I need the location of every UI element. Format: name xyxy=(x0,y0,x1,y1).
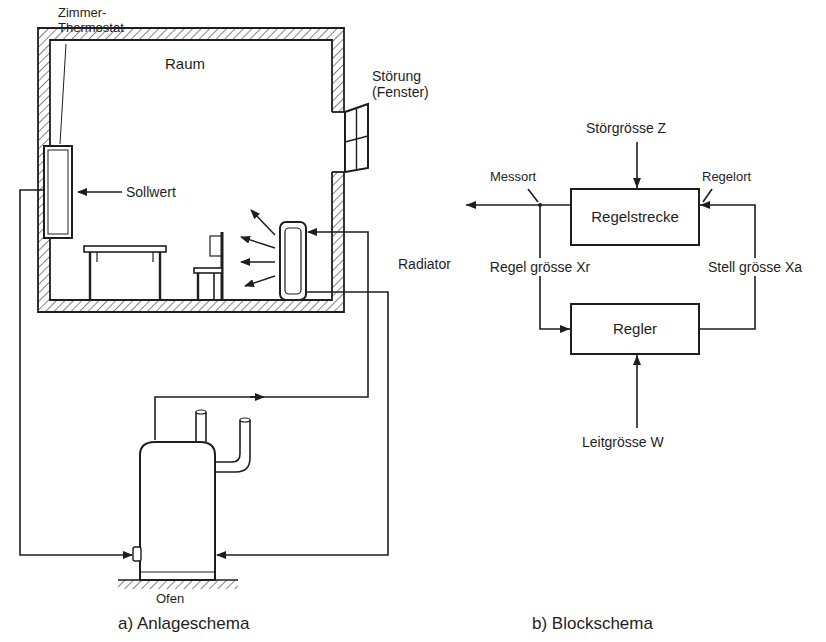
heating-pipes-part xyxy=(155,232,368,440)
radiator xyxy=(280,222,306,300)
signal-label: Störgrösse Z xyxy=(586,120,666,136)
leader-line xyxy=(528,189,538,202)
heat-rays-part xyxy=(241,237,275,248)
heat-rays-part xyxy=(251,210,275,235)
furnace-part xyxy=(240,418,250,422)
arrowhead xyxy=(466,201,476,209)
signal-label: Messort xyxy=(490,170,536,185)
part-label: Zimmer- Thermostat xyxy=(58,6,138,36)
part-label: Sollwert xyxy=(126,184,176,200)
heating-pipes-part xyxy=(217,292,388,555)
block-box: Regelstrecke xyxy=(570,188,700,246)
room-walls-part xyxy=(332,111,345,113)
heat-rays-part xyxy=(241,261,275,262)
thermostat xyxy=(44,44,72,238)
heat-rays-part xyxy=(245,276,275,286)
arrowhead xyxy=(560,325,570,333)
block-signal-lines xyxy=(466,142,712,428)
furnace-part xyxy=(196,410,206,414)
block-box: Regler xyxy=(570,303,700,355)
window-part xyxy=(345,104,368,172)
floor-base xyxy=(118,580,238,589)
table-part xyxy=(89,252,91,300)
chair-part xyxy=(210,236,222,256)
furnace xyxy=(133,410,250,580)
arrowhead xyxy=(700,201,710,209)
thermostat-part xyxy=(60,44,66,144)
floor-base-part xyxy=(118,580,238,589)
room-walls-part xyxy=(38,28,344,312)
room-walls-part xyxy=(331,112,346,172)
floor-base-part xyxy=(118,579,238,581)
part-label: Radiator xyxy=(398,256,451,272)
room-walls xyxy=(38,28,346,312)
signal-label: Leitgrösse W xyxy=(582,434,664,450)
furnace-part xyxy=(196,412,206,442)
leader-line xyxy=(703,189,712,202)
furnace-part xyxy=(133,547,141,561)
table-part xyxy=(159,252,161,300)
signal-label: Regelort xyxy=(702,170,751,185)
chair-part xyxy=(194,268,222,273)
thermostat-part xyxy=(48,150,68,234)
connector-label: Regel grösse Xr xyxy=(487,258,593,276)
radiator-part xyxy=(285,228,301,294)
window-part xyxy=(345,136,368,142)
connector-label: Stell grösse Xa xyxy=(705,258,805,276)
part-label: Ofen xyxy=(156,592,184,607)
chair-part xyxy=(197,273,199,300)
output-line xyxy=(466,204,540,206)
radiator-part xyxy=(280,222,306,300)
room-walls-part xyxy=(332,171,345,173)
thermostat-wire xyxy=(20,190,132,555)
table-part xyxy=(84,246,166,252)
furnace-part xyxy=(140,572,215,573)
table-part xyxy=(152,252,153,262)
thermostat-part xyxy=(44,146,72,238)
chair xyxy=(194,232,222,300)
setpoint-arrow-part xyxy=(78,191,122,193)
box-label: Regler xyxy=(613,320,657,338)
heating-pipes-part xyxy=(250,396,264,398)
window xyxy=(345,104,368,172)
heat-rays xyxy=(241,210,275,286)
arrowhead xyxy=(633,178,641,188)
thermostat-wire-part xyxy=(20,190,132,555)
table-part xyxy=(96,252,97,262)
furnace-part xyxy=(140,442,215,580)
reference-line xyxy=(636,355,638,428)
box-label: Regelstrecke xyxy=(591,208,679,226)
junction-dot xyxy=(538,203,542,207)
chair-part xyxy=(213,273,215,300)
part-label: Raum xyxy=(165,55,205,72)
arrowhead xyxy=(633,355,641,365)
setpoint-arrow xyxy=(78,192,122,193)
figure-caption: b) Blockschema xyxy=(532,614,653,634)
part-label: Störung (Fenster) xyxy=(372,68,444,100)
figure-caption: a) Anlageschema xyxy=(118,614,249,634)
table xyxy=(84,246,166,300)
furnace-part xyxy=(215,420,250,472)
